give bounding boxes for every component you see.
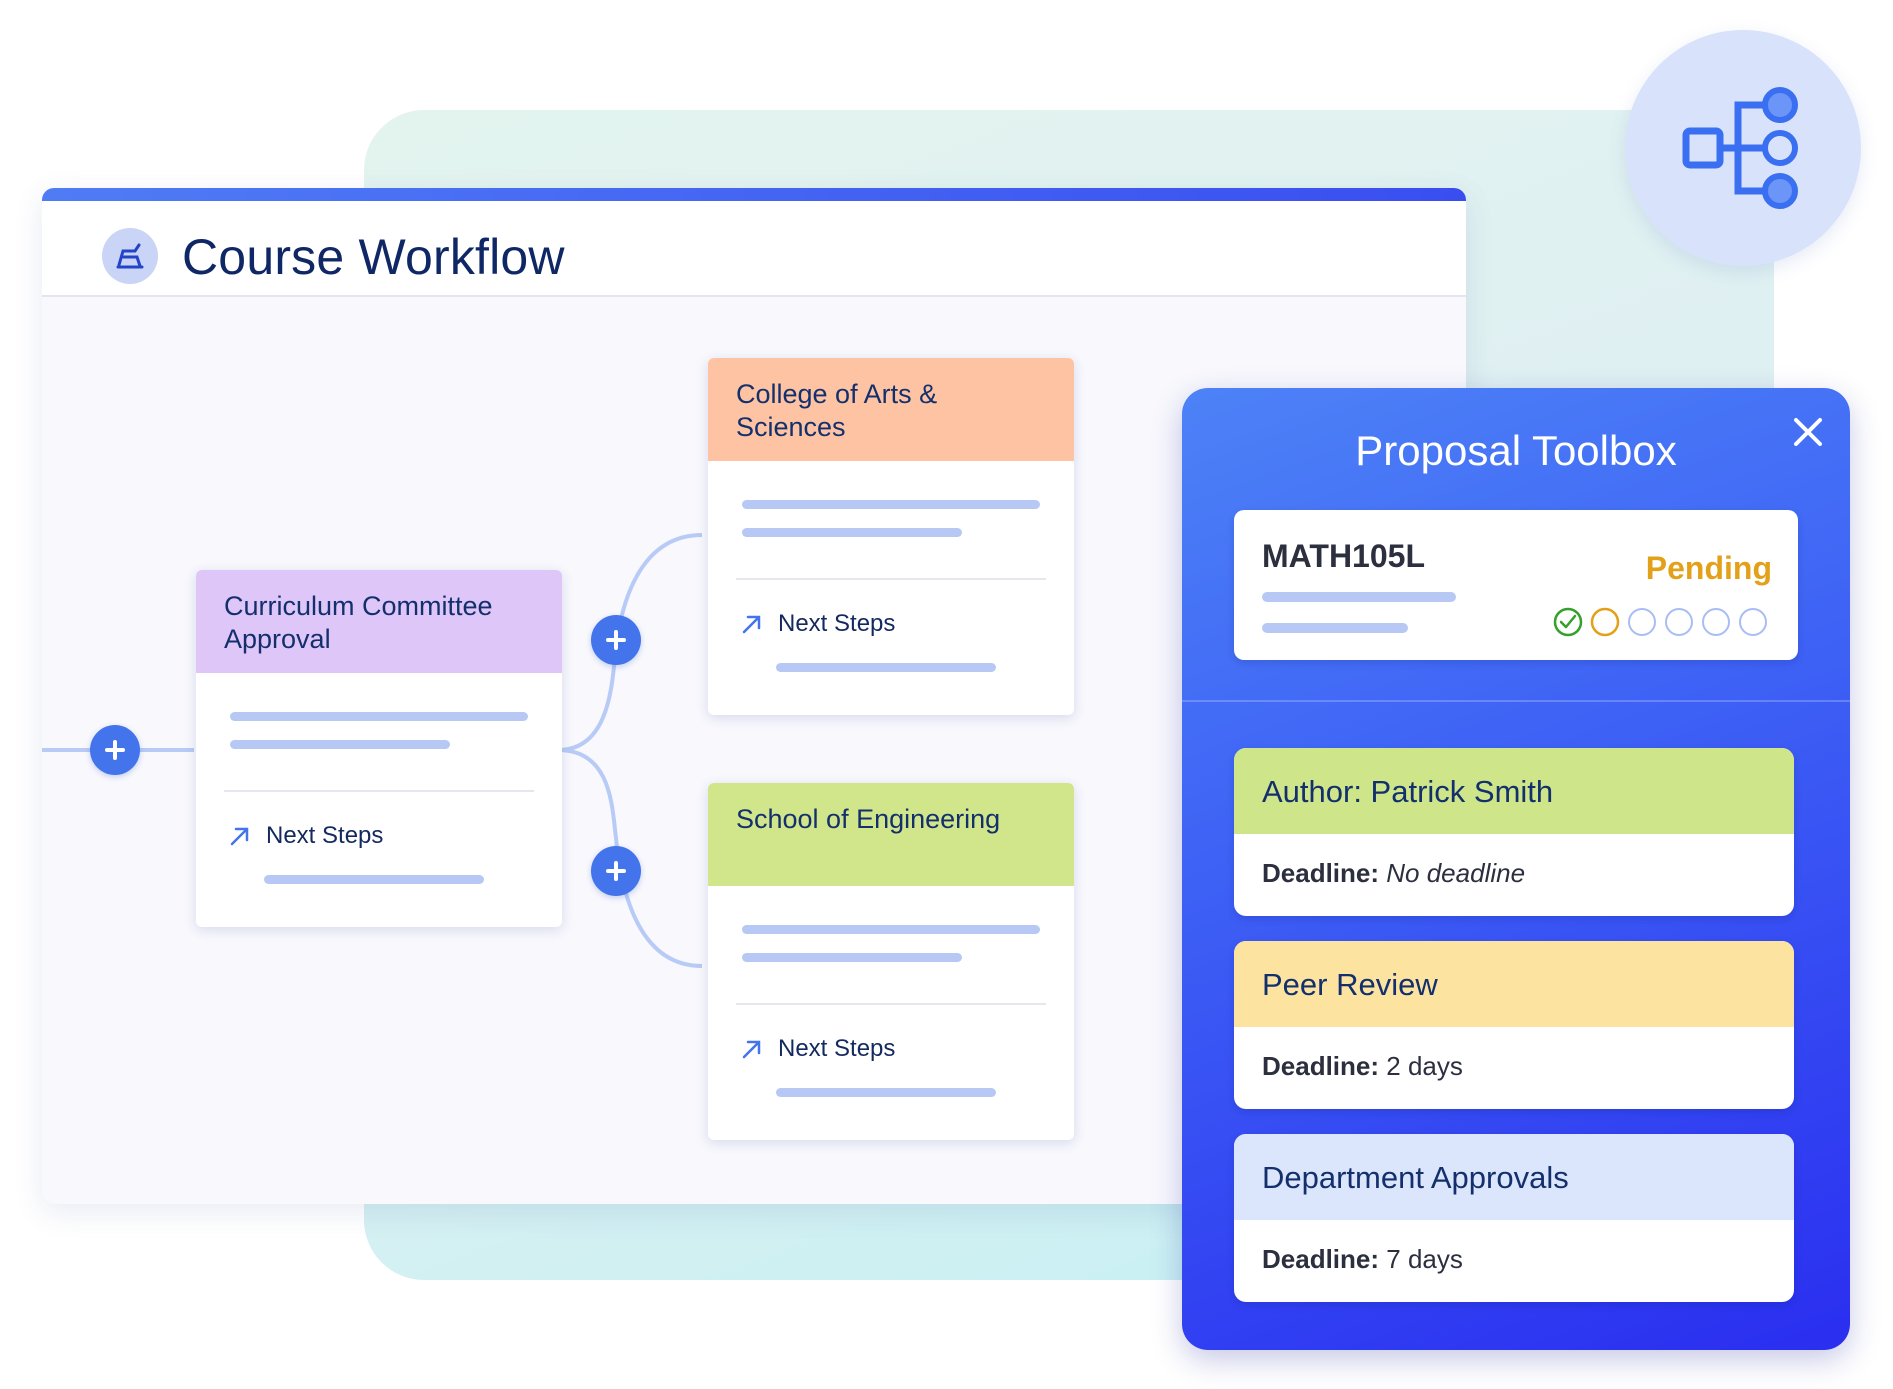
plus-icon [105,740,125,760]
deadline-value: 7 days [1386,1244,1463,1274]
step-title: Peer Review [1234,941,1794,1027]
course-code: MATH105L [1262,538,1425,574]
approval-progress-indicator [1553,607,1767,637]
toolbox-title: Proposal Toolbox [1355,427,1677,474]
node-header: College of Arts & Sciences [708,358,1074,461]
placeholder-line [742,953,962,962]
app-logo [102,228,158,284]
page-title: Course Workflow [182,229,565,285]
step-deadline: Deadline: No deadline [1262,858,1525,889]
window-header: Course Workflow [42,201,1466,297]
next-steps-label: Next Steps [266,822,384,849]
node-header: Curriculum Committee Approval [196,570,562,673]
workflow-tree-icon [1682,87,1798,209]
node-card-engineering[interactable]: School of Engineering Next Steps [708,783,1074,1140]
placeholder-line [776,663,996,672]
step-deadline: Deadline: 7 days [1262,1244,1463,1275]
placeholder-line [1262,623,1408,633]
course-workflow-window: Course Workflow Curriculum Committee App… [42,188,1466,1204]
add-branch-button-bottom[interactable] [591,846,641,896]
deadline-value: No deadline [1386,858,1526,888]
placeholder-line [776,1088,996,1097]
status-badge: Pending [1645,550,1772,586]
arrow-up-right-icon [230,827,249,846]
step-pending-icon [1739,608,1767,636]
placeholder-line [230,740,450,749]
deadline-label: Deadline: [1262,1051,1380,1081]
plus-icon [606,861,626,881]
step-complete-icon [1553,607,1583,637]
node-card-curriculum[interactable]: Curriculum Committee Approval Next Steps [196,570,562,927]
divider [224,790,534,792]
add-step-button-root[interactable] [90,725,140,775]
next-steps-label: Next Steps [778,610,896,637]
next-steps-link[interactable]: Next Steps [228,822,383,850]
step-deadline: Deadline: 2 days [1262,1051,1463,1082]
step-pending-icon [1628,608,1656,636]
divider [736,578,1046,580]
proposal-summary-card[interactable]: MATH105L Pending [1234,510,1798,660]
placeholder-line [264,875,484,884]
proposal-toolbox-panel: Proposal Toolbox MATH105L Pending Author… [1182,388,1850,1350]
step-card-peer-review[interactable]: Peer Review Deadline: 2 days [1234,941,1794,1109]
next-steps-link[interactable]: Next Steps [740,1035,895,1063]
window-accent-bar [42,188,1466,201]
node-header: School of Engineering [708,783,1074,886]
step-card-department-approvals[interactable]: Department Approvals Deadline: 7 days [1234,1134,1794,1302]
placeholder-line [230,712,528,721]
placeholder-line [742,925,1040,934]
add-branch-button-top[interactable] [591,615,641,665]
close-icon [1794,418,1822,446]
workflow-hub-badge [1625,30,1861,266]
node-card-arts-sciences[interactable]: College of Arts & Sciences Next Steps [708,358,1074,715]
chair-logo-icon [116,243,144,269]
next-steps-link[interactable]: Next Steps [740,610,895,638]
divider [736,1003,1046,1005]
placeholder-line [742,528,962,537]
step-current-icon [1590,607,1620,637]
arrow-up-right-icon [742,1040,761,1059]
step-title: Department Approvals [1234,1134,1794,1220]
step-card-author[interactable]: Author: Patrick Smith Deadline: No deadl… [1234,748,1794,916]
step-pending-icon [1665,608,1693,636]
step-pending-icon [1702,608,1730,636]
plus-icon [606,630,626,650]
close-button[interactable] [1788,412,1828,452]
deadline-label: Deadline: [1262,858,1380,888]
deadline-value: 2 days [1386,1051,1463,1081]
placeholder-line [742,500,1040,509]
deadline-label: Deadline: [1262,1244,1380,1274]
arrow-up-right-icon [742,615,761,634]
step-title: Author: Patrick Smith [1234,748,1794,834]
divider [1182,700,1850,702]
next-steps-label: Next Steps [778,1035,896,1062]
placeholder-line [1262,592,1456,602]
